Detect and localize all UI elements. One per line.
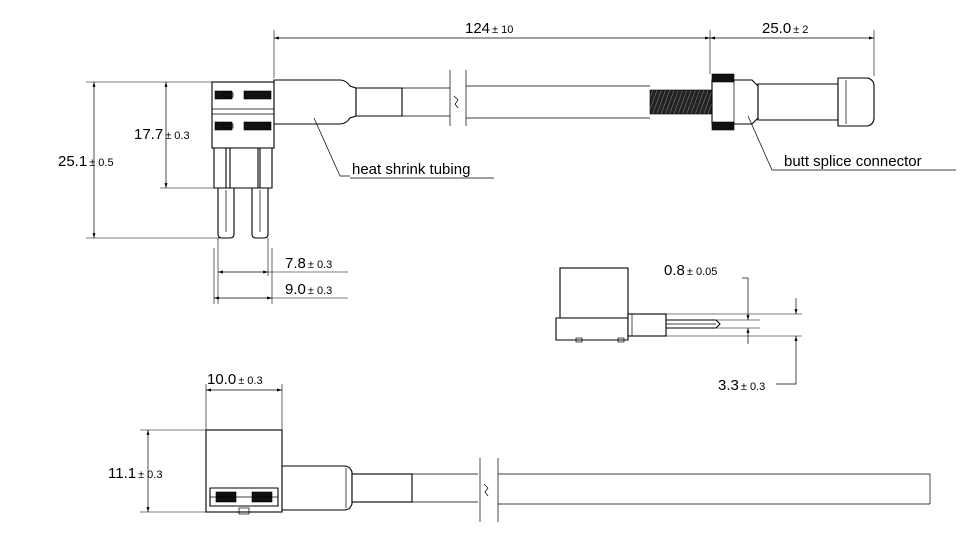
dim-cable-length: 124± 10: [273, 20, 711, 78]
dim-top-height: 11.1± 0.3: [108, 429, 206, 513]
dim-blade-outer-value: 9.0: [285, 281, 306, 298]
heat-shrink-label: heat shrink tubing: [352, 161, 470, 178]
butt-splice-label: butt splice connector: [784, 153, 922, 170]
dim-body-thickness: 3.3± 0.3: [666, 298, 802, 394]
dim-body-height-tol: ± 0.3: [165, 130, 189, 142]
dim-top-height-tol: ± 0.3: [138, 469, 162, 481]
top-view: [205, 429, 931, 522]
dim-blade-thickness: 0.8± 0.05: [664, 262, 760, 344]
dim-body-thickness-value: 3.3: [718, 377, 739, 394]
dim-body-height: 17.7± 0.3: [134, 82, 214, 189]
svg-text:9.0± 0.3: 9.0± 0.3: [285, 281, 332, 298]
svg-text:7.8± 0.3: 7.8± 0.3: [285, 255, 332, 272]
svg-text:11.1± 0.3: 11.1± 0.3: [108, 465, 162, 482]
dim-blade-outer-tol: ± 0.3: [308, 285, 332, 297]
dim-top-width: 10.0± 0.3: [205, 371, 283, 430]
dim-blade-thickness-value: 0.8: [664, 262, 685, 279]
dim-cable-length-value: 124: [465, 20, 490, 37]
dim-top-width-tol: ± 0.3: [238, 375, 262, 387]
svg-text:17.7± 0.3: 17.7± 0.3: [134, 126, 190, 143]
label-butt-splice: butt splice connector: [747, 115, 956, 171]
dim-connector-length-value: 25.0: [762, 20, 791, 37]
dim-body-thickness-tol: ± 0.3: [741, 381, 765, 393]
dim-top-width-value: 10.0: [207, 371, 236, 388]
dim-blade-inner-tol: ± 0.3: [308, 259, 332, 271]
label-heat-shrink: heat shrink tubing: [313, 117, 494, 179]
dim-blade-inner-value: 7.8: [285, 255, 306, 272]
svg-text:10.0± 0.3: 10.0± 0.3: [207, 371, 263, 388]
svg-text:25.0± 2: 25.0± 2: [762, 20, 808, 37]
dim-blade-spans: 7.8± 0.3 9.0± 0.3: [213, 238, 348, 304]
side-view: [555, 267, 721, 343]
dim-blade-thickness-tol: ± 0.05: [687, 266, 718, 278]
dim-overall-height-value: 25.1: [58, 153, 87, 170]
dim-overall-height: 25.1± 0.5: [58, 81, 220, 239]
svg-text:3.3± 0.3: 3.3± 0.3: [718, 377, 765, 394]
dim-overall-height-tol: ± 0.5: [89, 157, 113, 169]
dim-cable-length-tol: ± 10: [492, 24, 513, 36]
svg-text:0.8± 0.05: 0.8± 0.05: [664, 262, 717, 279]
dim-connector-length-tol: ± 2: [793, 24, 808, 36]
dim-body-height-value: 17.7: [134, 126, 163, 143]
front-view: [211, 70, 875, 239]
svg-text:124± 10: 124± 10: [465, 20, 513, 37]
dim-connector-length: 25.0± 2: [710, 20, 875, 76]
dim-top-height-value: 11.1: [108, 465, 136, 482]
svg-text:25.1± 0.5: 25.1± 0.5: [58, 153, 114, 170]
